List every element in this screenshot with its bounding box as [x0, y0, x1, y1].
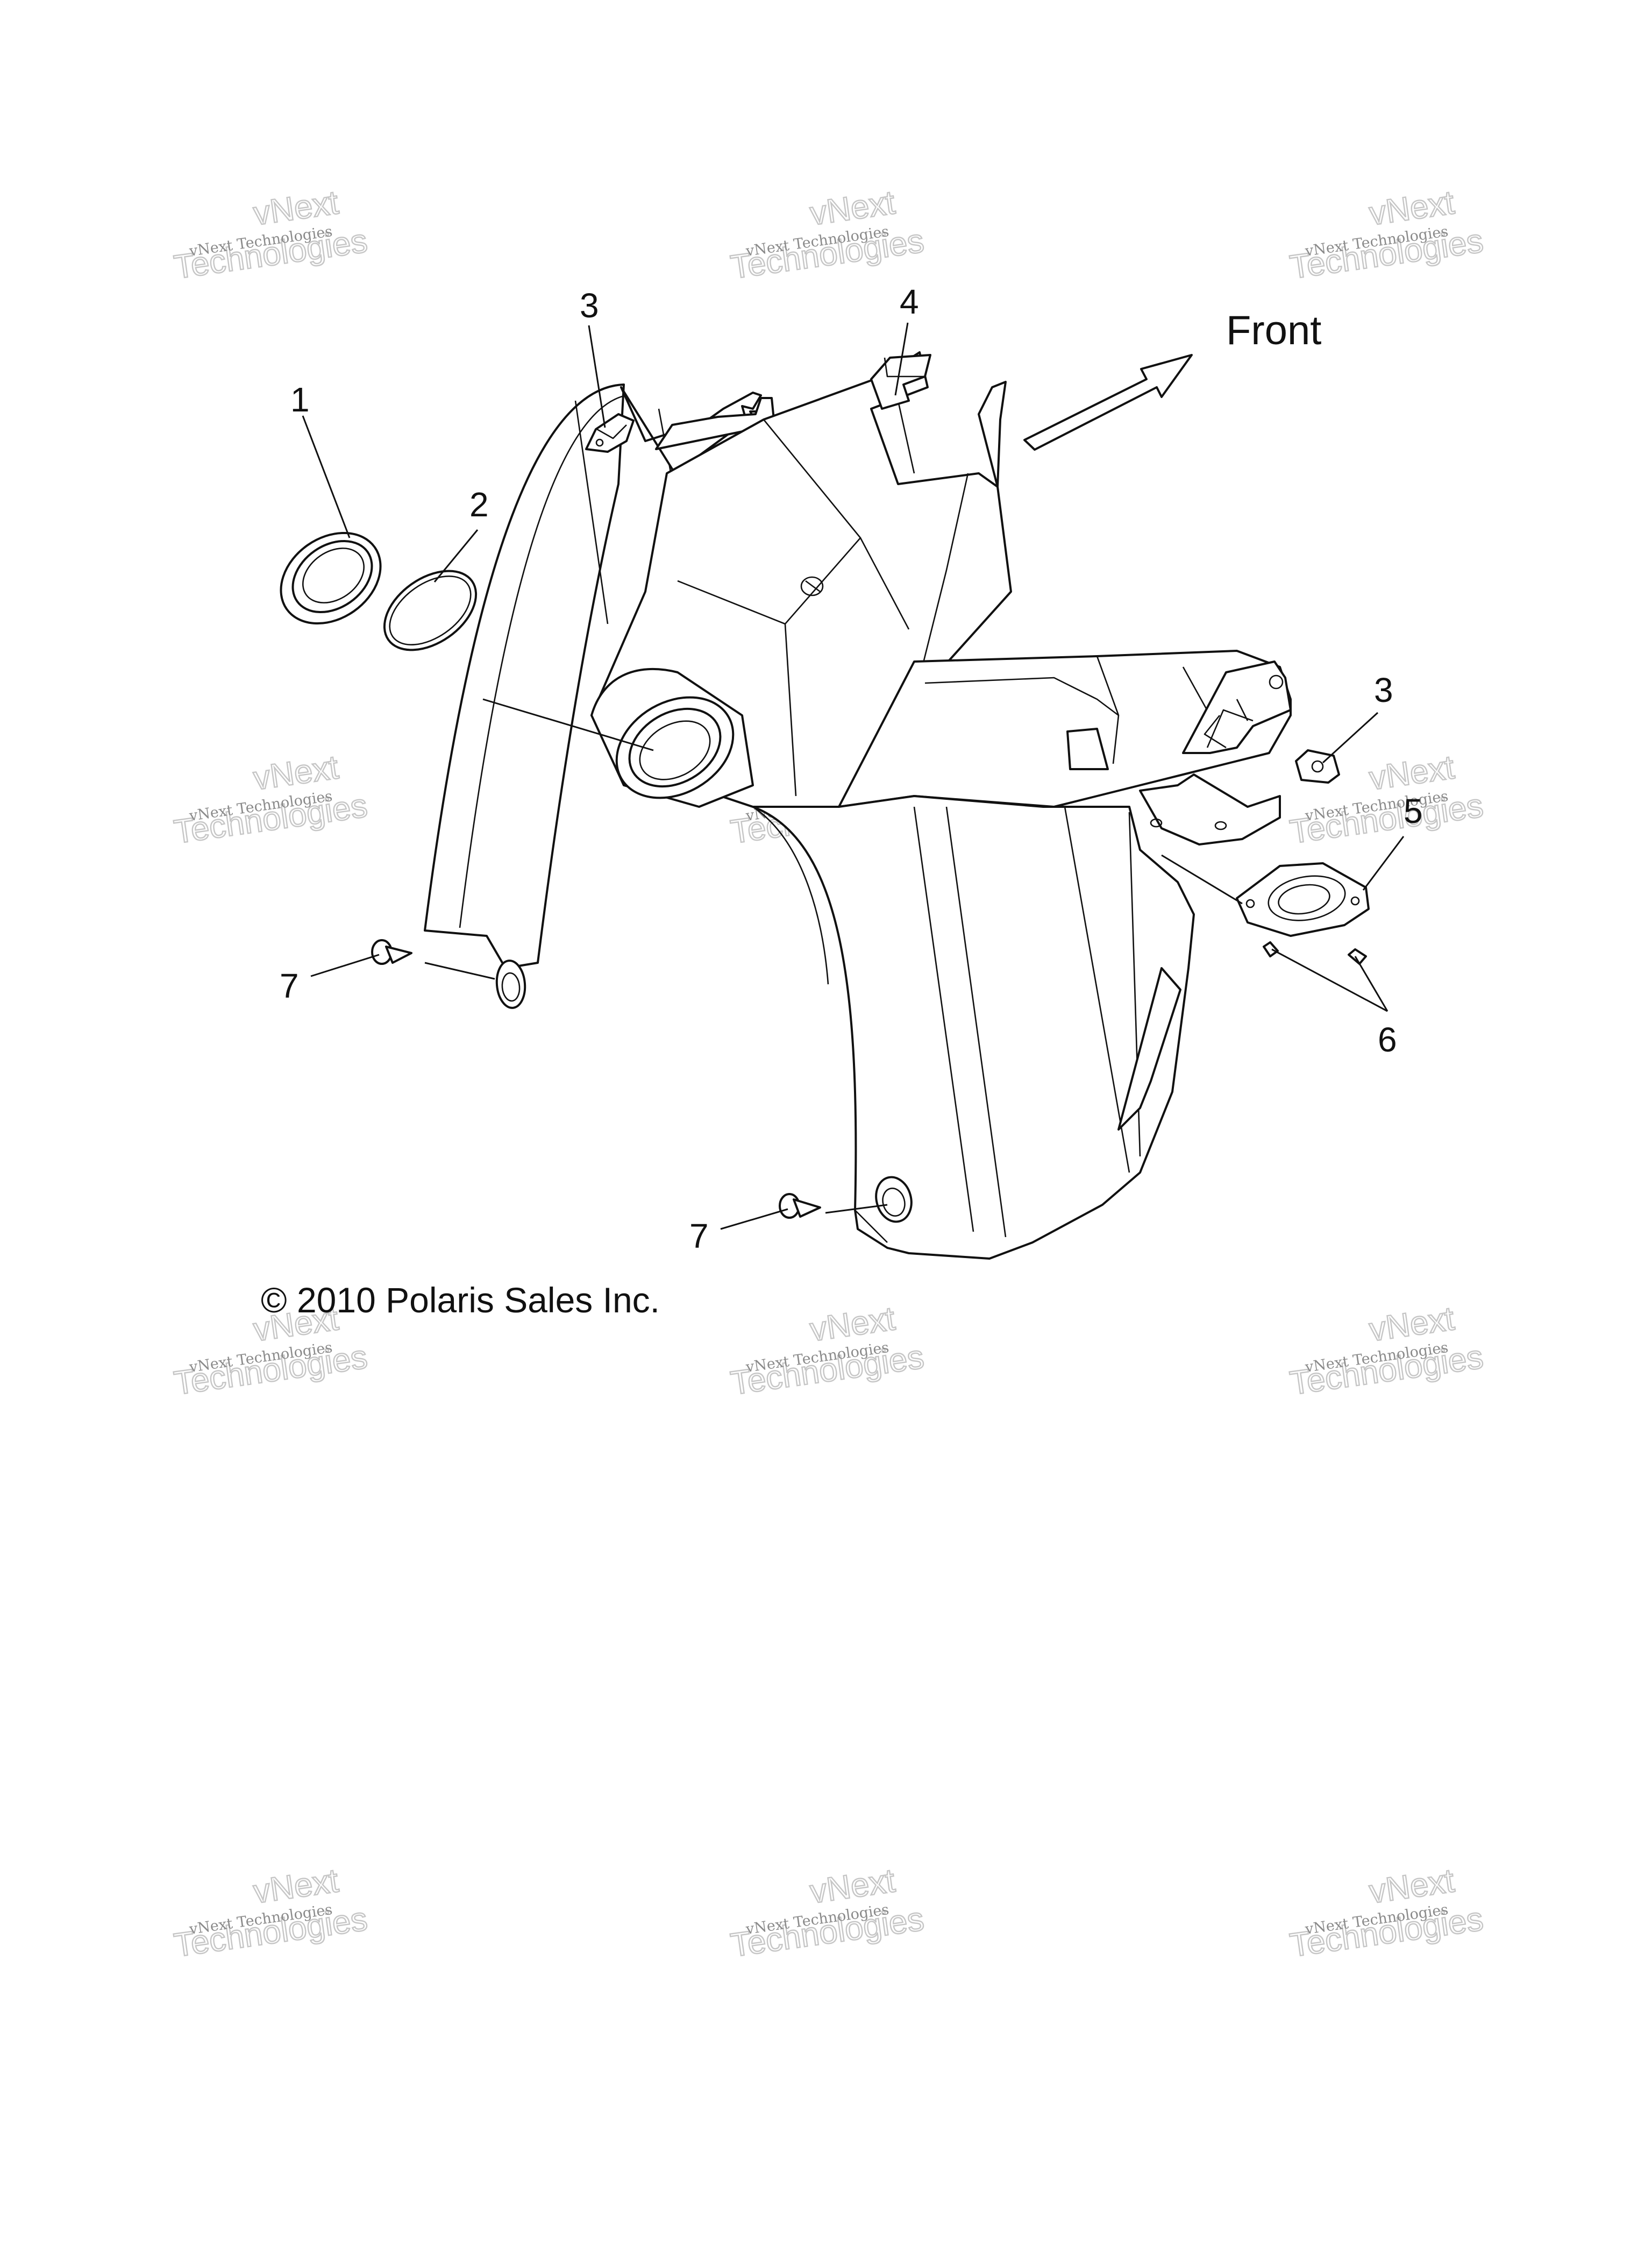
callout-7-right: 7 [689, 1217, 709, 1255]
callout-1: 1 [290, 380, 310, 419]
callout-7-left: 7 [280, 967, 299, 1005]
watermark-top-center: vNext Technologies vNext Technologies [728, 183, 927, 287]
front-arrow [1023, 354, 1193, 451]
part-3-clip-top [585, 413, 635, 453]
watermark-top-right: vNext Technologies vNext Technologies [1287, 183, 1486, 287]
part-1-retaining-ring [280, 531, 382, 625]
copyright-notice: © 2010 Polaris Sales Inc. [261, 1280, 660, 1320]
callout-3-top: 3 [580, 286, 599, 325]
watermark-bottom-right: vNext Technologies vNext Technologies [1287, 1862, 1486, 1965]
part-6-screws [1263, 941, 1367, 965]
watermark-bottom-left: vNext Technologies vNext Technologies [171, 1862, 370, 1965]
callout-2: 2 [469, 485, 489, 524]
leader-lines [302, 322, 1405, 1230]
watermark-top-left: vNext Technologies vNext Technologies [171, 183, 370, 287]
callout-6: 6 [1378, 1020, 1397, 1059]
part-7-rivet-right [779, 1193, 821, 1219]
part-3-clip-right [1295, 749, 1340, 784]
callout-5: 5 [1404, 792, 1423, 830]
watermark-lower-center: vNext Technologies vNext Technologies [728, 1299, 927, 1403]
callout-3-right: 3 [1374, 671, 1393, 709]
part-2-o-ring [383, 570, 478, 651]
callout-4: 4 [900, 282, 919, 321]
watermark-mid-left: vNext Technologies vNext Technologies [171, 748, 370, 851]
watermark-bottom-center: vNext Technologies vNext Technologies [728, 1862, 927, 1965]
instrument-panel-assembly [424, 351, 1292, 1260]
part-5-cover-plate [1236, 862, 1370, 937]
watermark-lower-right: vNext Technologies vNext Technologies [1287, 1299, 1486, 1403]
part-7-rivet-left [371, 939, 412, 965]
front-label: Front [1226, 308, 1321, 353]
